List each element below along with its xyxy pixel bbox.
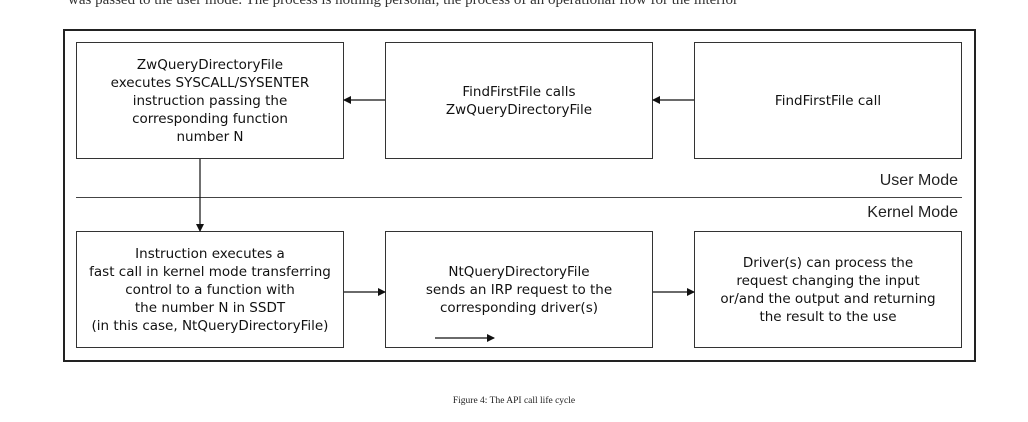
page-top-text: was passed to the user mode. The process… xyxy=(68,0,738,8)
findfirst-calls-text: FindFirstFile calls ZwQueryDirectoryFile xyxy=(445,83,593,118)
figure-caption: Figure 4: The API call life cycle xyxy=(452,396,576,406)
findfirst-call-text: FindFirstFile call xyxy=(774,92,882,109)
mode-divider xyxy=(76,197,962,198)
zwquery-text: ZwQueryDirectoryFile executes SYSCALL/SY… xyxy=(110,56,310,145)
findfirst-call-box: FindFirstFile call xyxy=(694,42,962,159)
ntquery-box: NtQueryDirectoryFile sends an IRP reques… xyxy=(385,231,653,348)
instruction-text: Instruction executes a fast call in kern… xyxy=(89,245,331,334)
kernel-mode-label: Kernel Mode xyxy=(867,204,958,221)
driver-text: Driver(s) can process the request changi… xyxy=(720,254,936,325)
findfirst-calls-box: FindFirstFile calls ZwQueryDirectoryFile xyxy=(385,42,653,159)
instruction-box: Instruction executes a fast call in kern… xyxy=(76,231,344,348)
driver-box: Driver(s) can process the request changi… xyxy=(694,231,962,348)
diagram-frame xyxy=(63,29,976,362)
user-mode-label: User Mode xyxy=(879,172,958,189)
ntquery-text: NtQueryDirectoryFile sends an IRP reques… xyxy=(425,263,613,316)
